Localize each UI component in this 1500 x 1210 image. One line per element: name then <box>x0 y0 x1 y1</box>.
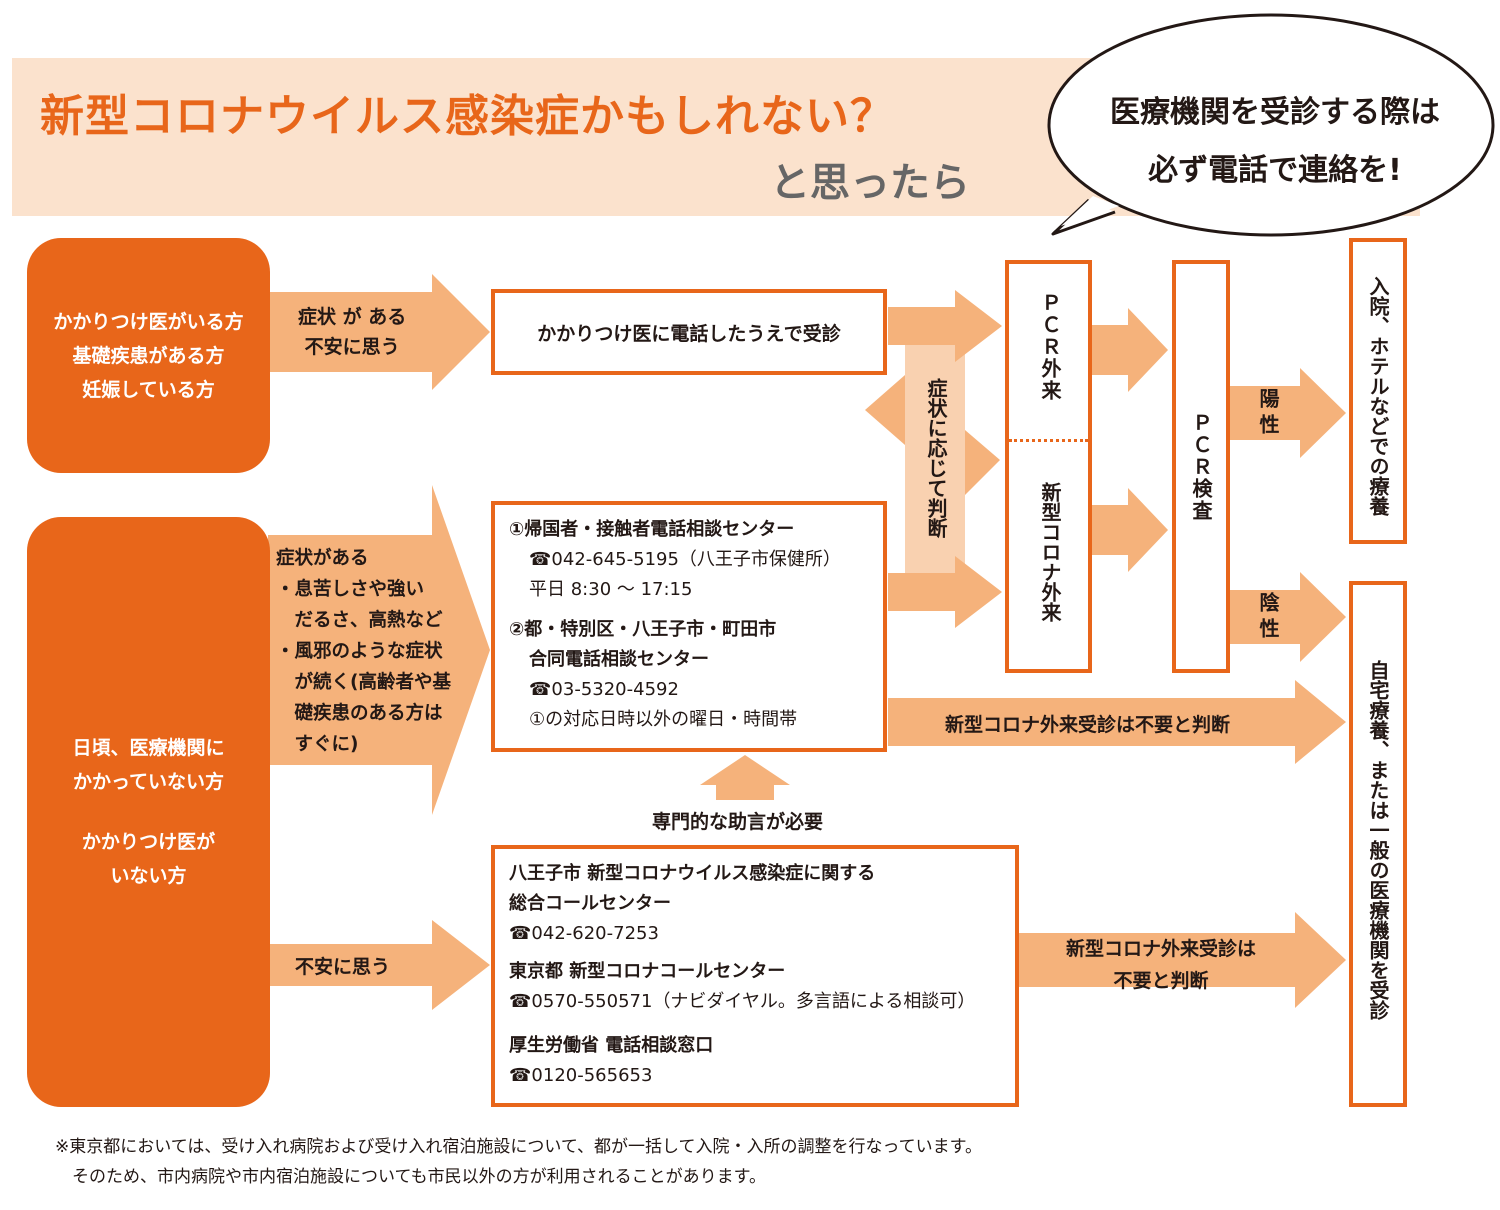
arrow-label-symptom-1: 症状 が ある <box>298 306 407 328</box>
arrow-judged-left-head <box>865 375 905 445</box>
bubble-line-2: 必ず電話で連絡を! <box>1148 153 1402 188</box>
box-kakaritsuke: かかりつけ医に電話したうえで受診 <box>491 289 887 375</box>
box-pcr-test-label: ＰＣＲ検査 <box>1189 412 1213 522</box>
arrow-expert-advice <box>700 755 790 800</box>
group-no-doctor: 日頃、医療機関に かかっていない方 かかりつけ医が いない方 <box>27 517 270 1107</box>
arrow-judged-right-head <box>965 430 1000 495</box>
call-center-3-title: 厚生労働省 電話相談窓口 <box>509 1035 714 1056</box>
box-home-label: 自宅療養、または一般の医療機関を受診 <box>1366 660 1390 1020</box>
box-hospital <box>1349 238 1407 544</box>
symptoms-line-1: ・息苦しさや強い <box>276 579 425 600</box>
symptoms-line-0: 症状がある <box>276 548 369 569</box>
symptoms-line-5: 礎疾患のある方は <box>276 703 443 724</box>
outpatient-divider <box>1009 439 1088 442</box>
box-call-centers: 八王子市 新型コロナウイルス感染症に関する 総合コールセンター ☎042-620… <box>491 845 1019 1107</box>
arrow-label-symptom: 症状 が ある 不安に思う <box>298 302 406 362</box>
call-center-2-phone: ☎0570-550571（ナビダイヤル。多言語による相談可） <box>509 991 976 1012</box>
box-pcr-test <box>1172 260 1230 673</box>
consult-2-title-1: ②都・特別区・八王子市・町田市 <box>509 619 777 640</box>
bubble-line-1: 医療機関を受診する際は <box>1110 95 1440 130</box>
group-has-doctor-line3: 妊娠している方 <box>82 378 215 401</box>
symptoms-line-3: ・風邪のような症状 <box>276 641 443 662</box>
group-no-doctor-line2: かかっていない方 <box>72 771 225 793</box>
consult-2-hours: ①の対応日時以外の曜日・時間帯 <box>529 709 798 730</box>
arrow-label-negative: 陰性 <box>1256 592 1280 644</box>
box-hospital-label: 入院、ホテルなどでの療養 <box>1366 276 1390 516</box>
arrow-corona-to-test <box>1092 488 1168 572</box>
box-consult-centers: ①帰国者・接触者電話相談センター ☎042-645-5195（八王子市保健所） … <box>491 501 887 752</box>
arrow-label-symptom-2: 不安に思う <box>304 336 400 358</box>
box-home <box>1349 581 1407 1107</box>
footnote-line-1: ※東京都においては、受け入れ病院および受け入れ宿泊施設について、都が一括して入院… <box>55 1137 982 1157</box>
arrow-label-symptoms-list: 症状がある ・息苦しさや強い だるさ、高熱など ・風邪のような症状 が続く(高齢… <box>276 543 451 760</box>
consult-1-hours: 平日 8:30 ～ 17:15 <box>529 579 693 600</box>
box-outpatients <box>1005 260 1092 673</box>
speech-bubble <box>1047 13 1495 237</box>
group-no-doctor-line4: いない方 <box>110 865 187 887</box>
not-needed-2-line-a: 新型コロナ外来受診は <box>1066 938 1257 960</box>
not-needed-2-line-b: 不要と判断 <box>1113 970 1209 992</box>
group-has-doctor-line1: かかりつけ医がいる方 <box>53 310 244 333</box>
box-corona-outpatient-label: 新型コロナ外来 <box>1038 482 1062 622</box>
footnote: ※東京都においては、受け入れ病院および受け入れ宿泊施設について、都が一括して入院… <box>55 1132 982 1192</box>
arrow-judged-by-symptoms <box>905 335 965 590</box>
group-no-doctor-line3: かかりつけ医が <box>81 831 216 853</box>
arrow-not-needed-1 <box>888 680 1346 764</box>
call-center-3-phone: ☎0120-565653 <box>509 1065 653 1086</box>
arrow-label-expert-advice: 専門的な助言が必要 <box>652 811 824 833</box>
box-pcr-outpatient-label: ＰＣＲ外来 <box>1038 292 1062 402</box>
arrow-label-anxious: 不安に思う <box>295 956 391 978</box>
group-has-doctor-line2: 基礎疾患がある方 <box>72 344 225 367</box>
arrow-symptoms-list <box>268 485 490 815</box>
arrow-negative <box>1230 572 1346 662</box>
call-center-1-title-b: 総合コールセンター <box>509 893 671 914</box>
consult-2-phone: ☎03-5320-4592 <box>529 679 679 700</box>
consult-1-title: ①帰国者・接触者電話相談センター <box>509 519 795 540</box>
symptoms-line-6: すぐに) <box>276 734 359 755</box>
footnote-line-2: そのため、市内病院や市内宿泊施設についても市民以外の方が利用されることがあります… <box>55 1167 766 1187</box>
arrow-pcr-to-test <box>1092 308 1168 392</box>
call-center-1-title-a: 八王子市 新型コロナウイルス感染症に関する <box>509 863 876 884</box>
arrow-label-not-needed-2: 新型コロナ外来受診は 不要と判断 <box>1066 933 1256 997</box>
arrow-label-positive: 陽性 <box>1256 388 1280 440</box>
consult-1-phone: ☎042-645-5195（八王子市保健所） <box>529 549 841 570</box>
arrow-anxious <box>268 920 490 1010</box>
bubble-message: 医療機関を受診する際は 必ず電話で連絡を! <box>1055 84 1495 200</box>
group-has-doctor: かかりつけ医がいる方 基礎疾患がある方 妊娠している方 <box>27 238 270 473</box>
page-title: 新型コロナウイルス感染症かもしれない？ <box>40 91 895 142</box>
symptoms-line-2: だるさ、高熱など <box>276 610 443 631</box>
arrow-positive <box>1230 368 1346 458</box>
arrow-not-needed-2 <box>1018 912 1346 1008</box>
group-no-doctor-line1: 日頃、医療機関に <box>72 737 225 759</box>
arrow-symptom-1 <box>268 274 490 390</box>
consult-2-title-2: 合同電話相談センター <box>529 649 709 670</box>
symptoms-line-4: が続く(高齢者や基 <box>276 672 451 693</box>
arrow-label-not-needed-1: 新型コロナ外来受診は不要と判断 <box>945 714 1231 736</box>
page-subtitle: と思ったら <box>770 160 970 206</box>
call-center-1-phone: ☎042-620-7253 <box>509 923 659 944</box>
arrow-label-judged: 症状に応じて判断 <box>924 378 948 538</box>
call-center-2-title: 東京都 新型コロナコールセンター <box>509 961 786 982</box>
box-kakaritsuke-label: かかりつけ医に電話したうえで受診 <box>537 322 841 345</box>
